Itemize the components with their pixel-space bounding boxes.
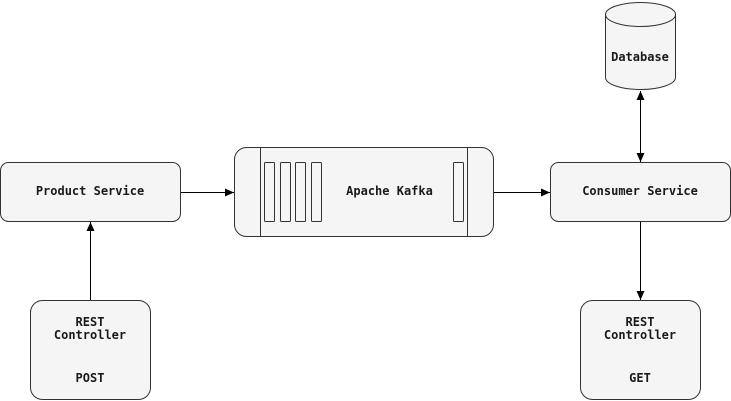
rest-right-title-line2: Controller bbox=[603, 328, 677, 342]
database-label: Database bbox=[611, 50, 669, 64]
rest-controller-right-box bbox=[580, 300, 701, 400]
rest-left-title-line2: Controller bbox=[53, 328, 127, 342]
rest-controller-left-box bbox=[30, 300, 151, 400]
product-service-box bbox=[0, 162, 181, 222]
kafka-partition bbox=[295, 162, 306, 222]
kafka-partition bbox=[453, 162, 464, 222]
rest-left-method: POST bbox=[75, 371, 105, 385]
kafka-partition bbox=[280, 162, 291, 222]
kafka-box bbox=[234, 147, 494, 237]
database-cylinder bbox=[605, 2, 676, 90]
rest-right-title-line1: REST bbox=[625, 315, 655, 329]
kafka-label: Apache Kafka bbox=[346, 184, 433, 198]
rest-left-title-line1: REST bbox=[75, 315, 105, 329]
consumer-service-label: Consumer Service bbox=[582, 184, 698, 198]
product-service-label: Product Service bbox=[35, 184, 145, 198]
rest-right-method: GET bbox=[629, 371, 651, 385]
kafka-partition bbox=[311, 162, 322, 222]
kafka-partition bbox=[264, 162, 275, 222]
